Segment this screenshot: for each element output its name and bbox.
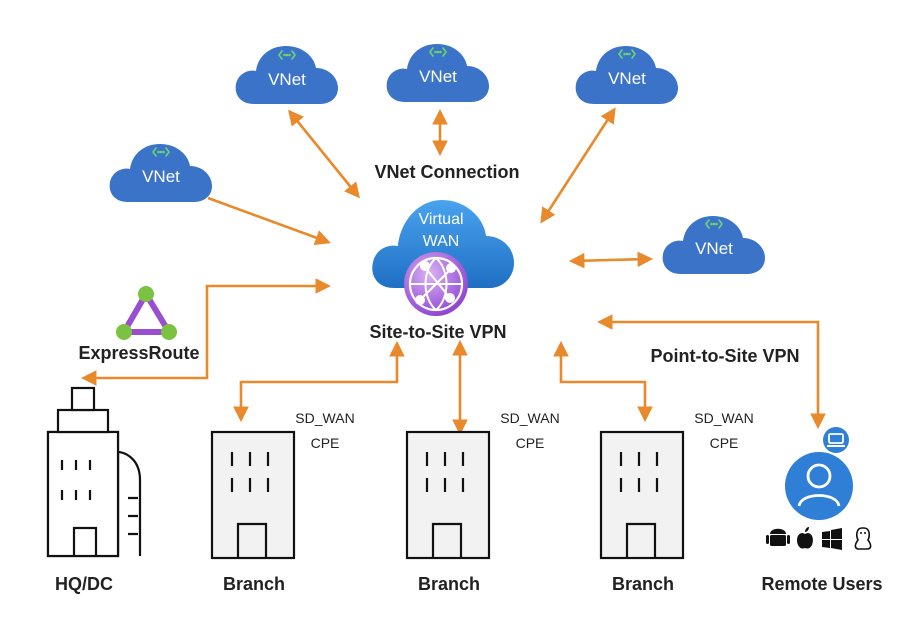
- vnet-label: VNet: [695, 239, 733, 258]
- hub-label-line2: WAN: [423, 233, 460, 250]
- hub-label-line1: Virtual: [418, 211, 463, 228]
- vnet-cloud: VNet: [662, 216, 765, 274]
- apple-icon: [797, 527, 813, 549]
- vnet-label: VNet: [268, 70, 306, 89]
- virtual-wan-hub: Virtual WAN: [372, 200, 514, 316]
- arrow-vnet-top-left: [288, 109, 360, 199]
- sdwan-label: SD_WAN: [500, 410, 559, 426]
- cpe-label: CPE: [710, 435, 739, 451]
- user-icon: [785, 452, 853, 520]
- vnet-cloud: VNet: [235, 46, 338, 104]
- branch-label: Branch: [223, 574, 285, 594]
- linux-icon: [854, 527, 872, 550]
- arrow-expressroute: [80, 278, 332, 386]
- arrows: [80, 107, 826, 436]
- vnet-label: VNet: [142, 167, 180, 186]
- hq-label: HQ/DC: [55, 574, 113, 594]
- android-icon: [766, 528, 790, 546]
- sdwan-label: SD_WAN: [295, 410, 354, 426]
- branch-building-icon: [210, 430, 296, 560]
- vnet-cloud: VNet: [109, 144, 212, 202]
- branch-building-icon: [405, 430, 491, 560]
- branch-label: Branch: [612, 574, 674, 594]
- remote-users-label: Remote Users: [761, 574, 882, 594]
- sdwan-label: SD_WAN: [694, 410, 753, 426]
- globe-icon: [404, 252, 468, 316]
- arrow-branch-1: [233, 340, 405, 423]
- cpe-label: CPE: [311, 435, 340, 451]
- vnet-cloud: VNet: [386, 44, 489, 102]
- arrow-branch-3: [553, 340, 653, 423]
- arrow-vnet-top-right: [540, 107, 616, 224]
- vnet-label: VNet: [608, 69, 646, 88]
- site-to-site-label: Site-to-Site VPN: [369, 322, 506, 342]
- arrow-point-to-site: [596, 314, 826, 430]
- laptop-icon: [823, 427, 849, 453]
- vnet-cloud: VNet: [575, 46, 678, 104]
- cpe-label: CPE: [516, 435, 545, 451]
- expressroute-label: ExpressRoute: [78, 343, 199, 363]
- expressroute-icon: [116, 286, 177, 340]
- windows-icon: [822, 528, 842, 550]
- hub-cloud-icon: [372, 200, 514, 288]
- branch-label: Branch: [418, 574, 480, 594]
- vnet-label: VNet: [419, 67, 457, 86]
- point-to-site-label: Point-to-Site VPN: [651, 346, 800, 366]
- vnet-connection-label: VNet Connection: [374, 162, 519, 182]
- arrow-vnet-right: [568, 251, 654, 269]
- hq-building-icon: [46, 386, 142, 558]
- branch-building-icon: [599, 430, 685, 560]
- arrow-vnet-left: [207, 196, 331, 246]
